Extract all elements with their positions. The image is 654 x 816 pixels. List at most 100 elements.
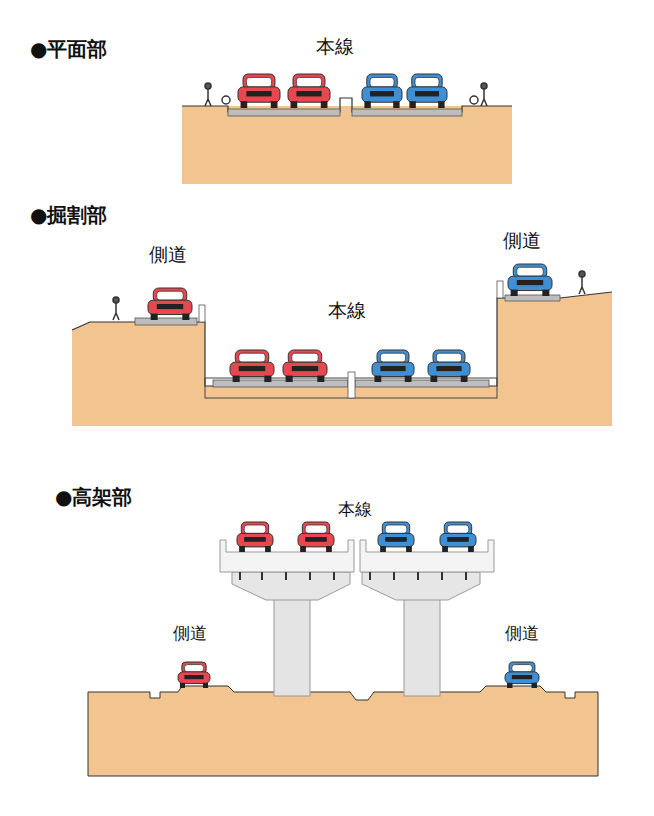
pier [274, 598, 310, 696]
cars [148, 74, 552, 688]
body [483, 89, 485, 99]
pier [404, 598, 440, 696]
car-body [505, 672, 539, 684]
tire [265, 546, 271, 552]
car-grille [239, 366, 265, 371]
car-grille [517, 280, 543, 285]
tire [461, 376, 468, 382]
head [205, 83, 211, 89]
pedestrian [579, 271, 585, 294]
tire [300, 546, 306, 552]
car-grille [385, 537, 407, 542]
bearings [240, 572, 466, 580]
bearing [417, 572, 419, 580]
car-body [238, 87, 280, 102]
tire [203, 683, 208, 688]
car-window [239, 353, 265, 362]
tire [233, 376, 240, 382]
car [407, 74, 447, 108]
bearing [333, 572, 335, 580]
car-window [292, 353, 318, 362]
bearing [309, 572, 311, 580]
tire [317, 376, 324, 382]
tire [239, 546, 245, 552]
car-window [436, 353, 461, 362]
car [440, 522, 476, 552]
car-body [440, 533, 476, 547]
car-body [237, 533, 273, 547]
car [238, 74, 280, 108]
pedestrian [113, 297, 119, 320]
road-label: 本線 [328, 300, 366, 321]
car-body [508, 276, 552, 290]
leg [579, 287, 582, 294]
tire [409, 101, 415, 108]
road-profile [72, 292, 612, 386]
car-body [288, 87, 330, 102]
pier-cap [362, 572, 480, 600]
car [178, 662, 210, 688]
car-window [415, 77, 439, 87]
car-body [378, 533, 414, 547]
bearing [369, 572, 371, 580]
tire [375, 376, 382, 382]
car-window [447, 525, 469, 533]
section-heading: ●平面部 [30, 38, 107, 60]
bearing [465, 572, 467, 580]
pedestrians [113, 83, 585, 320]
car-body [178, 672, 210, 684]
tire [532, 683, 537, 688]
tire [180, 683, 185, 688]
road-label: 本線 [338, 500, 372, 519]
car [508, 264, 552, 296]
car-body [407, 87, 447, 102]
bearing [239, 572, 241, 580]
car [378, 522, 414, 552]
car [298, 522, 334, 552]
car-grille [184, 675, 203, 679]
road-label: 側道 [149, 244, 187, 265]
wall [199, 305, 205, 322]
car-window [512, 665, 532, 672]
head [113, 297, 119, 303]
car-grille [157, 304, 183, 309]
tire [511, 290, 518, 296]
car-grille [244, 537, 266, 542]
car-window [380, 353, 405, 362]
tire [507, 683, 512, 688]
leg [484, 99, 487, 106]
tire [291, 101, 298, 108]
car [362, 74, 402, 108]
ground [72, 292, 612, 426]
pier-cap [232, 572, 350, 600]
leg [582, 287, 585, 294]
head [481, 83, 487, 89]
leg [208, 99, 211, 106]
car-grille [305, 537, 327, 542]
leg [116, 313, 119, 320]
road-label: 側道 [505, 624, 539, 643]
body [207, 89, 209, 99]
car-grille [246, 91, 271, 96]
tire [442, 546, 448, 552]
wall [497, 281, 503, 298]
ground [88, 686, 598, 776]
car-window [184, 665, 203, 672]
pavement [352, 109, 462, 116]
car [372, 350, 414, 382]
leg [205, 99, 208, 106]
car-grille [436, 366, 461, 371]
road-label: 本線 [316, 36, 354, 57]
car-body [372, 362, 414, 376]
body [115, 303, 117, 313]
car [283, 350, 327, 382]
car [230, 350, 274, 382]
leg [113, 313, 116, 320]
car-window [244, 525, 266, 533]
car-grille [447, 537, 469, 542]
car [148, 288, 192, 320]
tire [438, 101, 444, 108]
tire [321, 101, 328, 108]
car-window [246, 77, 271, 87]
road-label: 側道 [503, 230, 541, 251]
